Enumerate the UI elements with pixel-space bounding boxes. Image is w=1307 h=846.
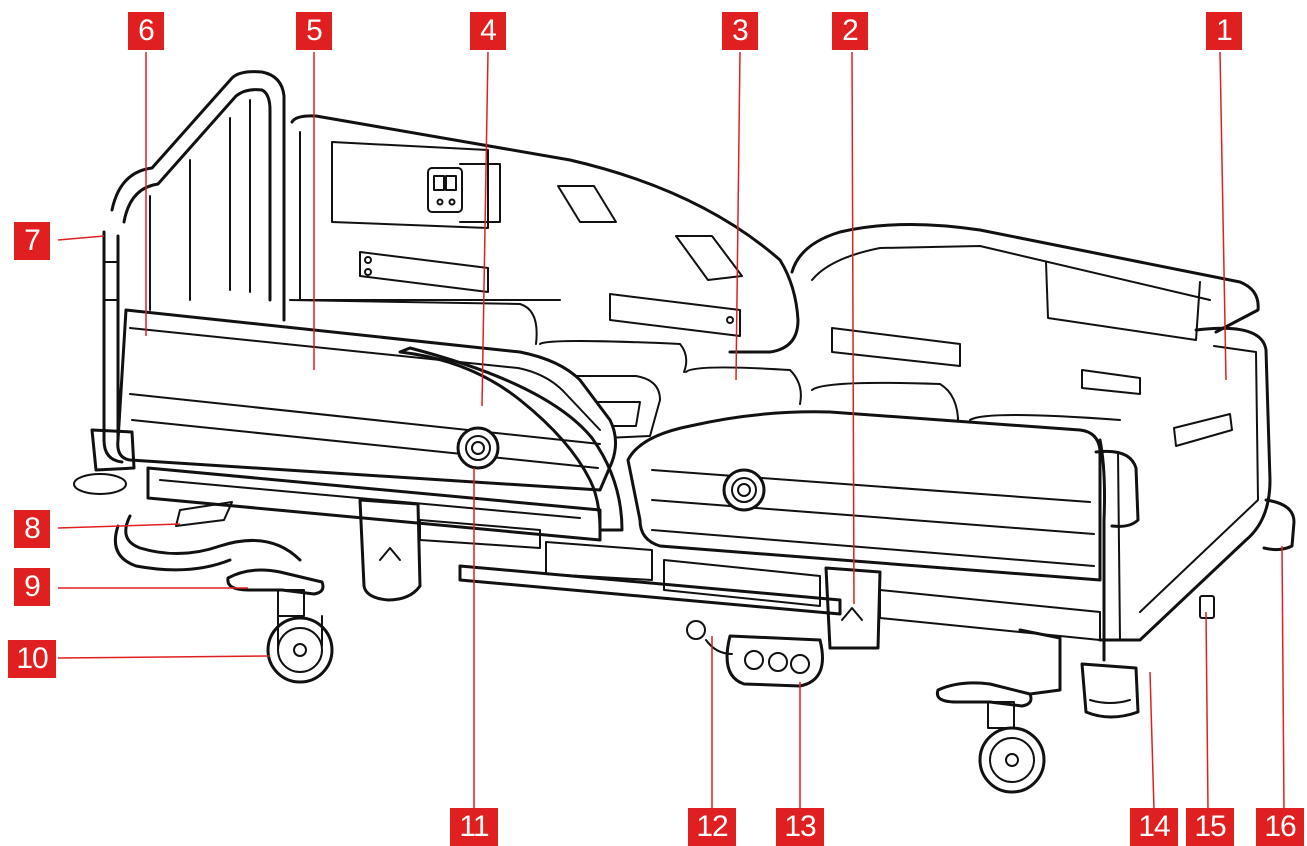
callout-5: 5: [296, 12, 332, 50]
callout-10: 10: [8, 640, 56, 678]
leader-16: [1281, 545, 1285, 811]
leader-8: [57, 523, 181, 529]
leader-4: [481, 51, 489, 407]
leader-2: [851, 51, 855, 605]
callout-6: 6: [128, 12, 164, 50]
callout-7: 7: [14, 222, 50, 260]
near-side-rail-head: [116, 308, 624, 532]
foot-board: [1098, 326, 1296, 662]
far-side-rail: [290, 114, 800, 354]
callout-9: 9: [14, 568, 50, 606]
callout-3: 3: [722, 12, 758, 50]
callout-11: 11: [450, 808, 498, 846]
leader-10: [57, 655, 271, 659]
foot-side-rail: [790, 223, 1260, 395]
callout-13: 13: [776, 808, 824, 846]
near-side-rail-foot: [626, 410, 1140, 582]
chassis-frame: [73, 428, 1101, 650]
leader-15: [1205, 611, 1209, 811]
leader-14: [1149, 671, 1155, 811]
leader-1: [1219, 51, 1227, 381]
central-base: [686, 620, 824, 688]
leader-lines: [57, 51, 1285, 811]
head-board: [102, 70, 286, 464]
callout-16: 16: [1256, 808, 1304, 846]
leader-3: [735, 51, 741, 381]
leader-7: [57, 235, 105, 241]
callout-8: 8: [14, 510, 50, 548]
callout-1: 1: [1206, 12, 1242, 50]
callout-12: 12: [688, 808, 736, 846]
caster-foot-right: [1018, 628, 1140, 719]
callout-4: 4: [470, 12, 506, 50]
callout-2: 2: [832, 12, 868, 50]
caster-head-left: [226, 568, 334, 684]
caster-foot-left: [935, 681, 1046, 794]
callout-15: 15: [1186, 808, 1234, 846]
callout-14: 14: [1130, 808, 1178, 846]
